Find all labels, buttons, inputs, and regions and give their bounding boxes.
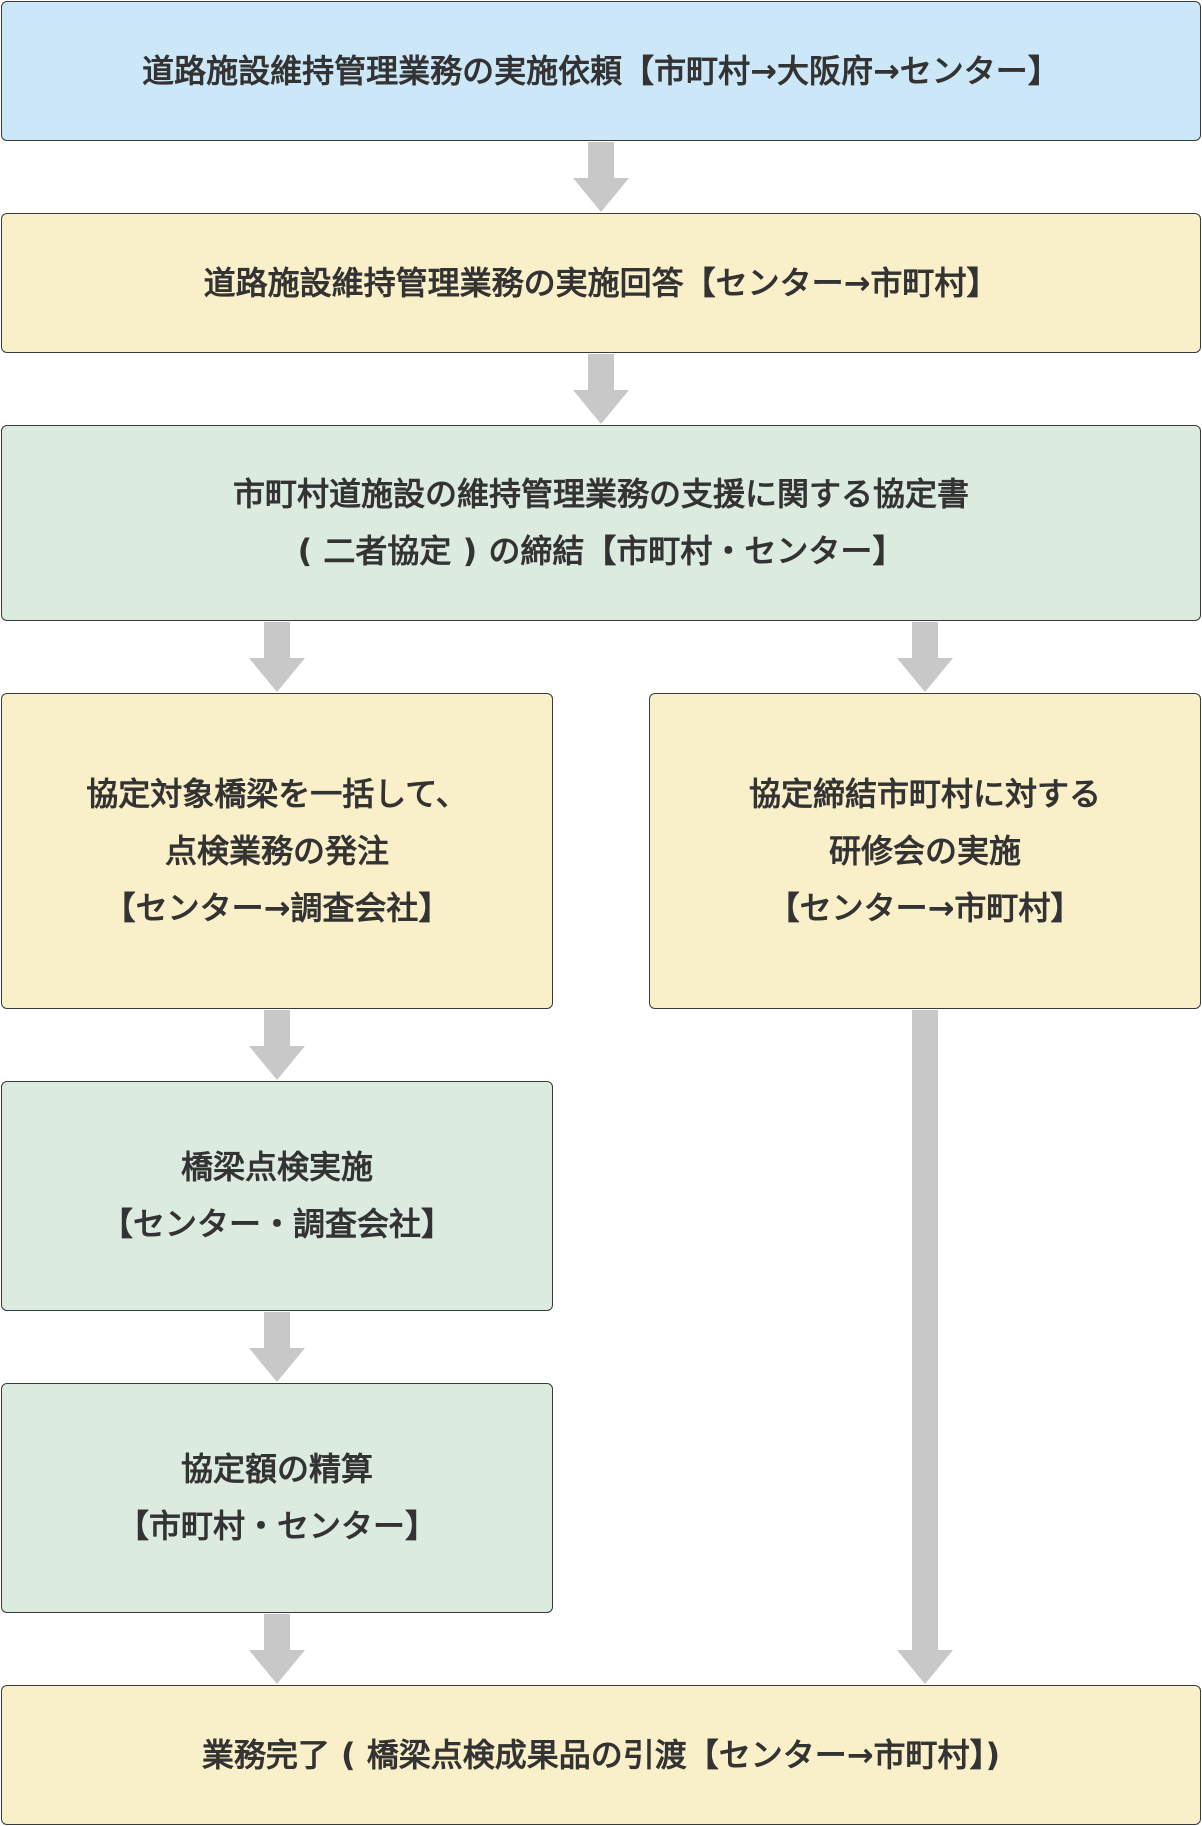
step-answer-box: 道路施設維持管理業務の実施回答【センター→市町村】 (1, 213, 1201, 353)
step-answer-line-1: 道路施設維持管理業務の実施回答【センター→市町村】 (203, 263, 999, 302)
step-training-line-2: 研修会の実施 (828, 831, 1021, 870)
arrow-answer-to-agreement (572, 354, 630, 424)
step-request-line-1: 道路施設維持管理業務の実施依頼【市町村→大阪府→センター】 (142, 51, 1060, 90)
step-agreement-line-2: ( 二者協定 ) の締結【市町村・センター】 (297, 532, 905, 570)
step-settlement-box: 協定額の精算 【市町村・センター】 (1, 1383, 553, 1613)
step-order-line-3: 【センター→調査会社】 (103, 888, 451, 927)
arrow-order-to-inspection (248, 1010, 306, 1080)
step-complete-line-1: 業務完了 ( 橋梁点検成果品の引渡【センター→市町村】) (201, 1735, 1001, 1774)
step-inspection-line-1: 橋梁点検実施 (180, 1148, 373, 1186)
step-order-line-2: 点検業務の発注 (164, 831, 389, 870)
step-inspection-box: 橋梁点検実施 【センター・調査会社】 (1, 1081, 553, 1311)
step-agreement-box: 市町村道施設の維持管理業務の支援に関する協定書 ( 二者協定 ) の締結【市町村… (1, 425, 1201, 621)
arrow-request-to-answer (572, 142, 630, 212)
step-training-box: 協定締結市町村に対する 研修会の実施 【センター→市町村】 (649, 693, 1201, 1009)
step-settlement-line-2: 【市町村・センター】 (116, 1507, 437, 1545)
step-order-box: 協定対象橋梁を一括して、 点検業務の発注 【センター→調査会社】 (1, 693, 553, 1009)
arrow-training-to-complete (896, 1010, 954, 1684)
arrow-agreement-to-training (896, 622, 954, 692)
step-settlement-line-1: 協定額の精算 (180, 1450, 373, 1488)
step-inspection-line-2: 【センター・調査会社】 (100, 1205, 453, 1243)
step-order-line-1: 協定対象橋梁を一括して、 (86, 774, 468, 813)
step-complete-box: 業務完了 ( 橋梁点検成果品の引渡【センター→市町村】) (1, 1685, 1201, 1825)
arrow-agreement-to-order (248, 622, 306, 692)
step-training-line-3: 【センター→市町村】 (767, 888, 1083, 927)
arrow-settlement-to-complete (248, 1614, 306, 1684)
step-agreement-line-1: 市町村道施設の維持管理業務の支援に関する協定書 (232, 475, 969, 513)
arrow-inspection-to-settlement (248, 1312, 306, 1382)
step-training-line-1: 協定締結市町村に対する (748, 774, 1101, 813)
step-request-box: 道路施設維持管理業務の実施依頼【市町村→大阪府→センター】 (1, 1, 1201, 141)
